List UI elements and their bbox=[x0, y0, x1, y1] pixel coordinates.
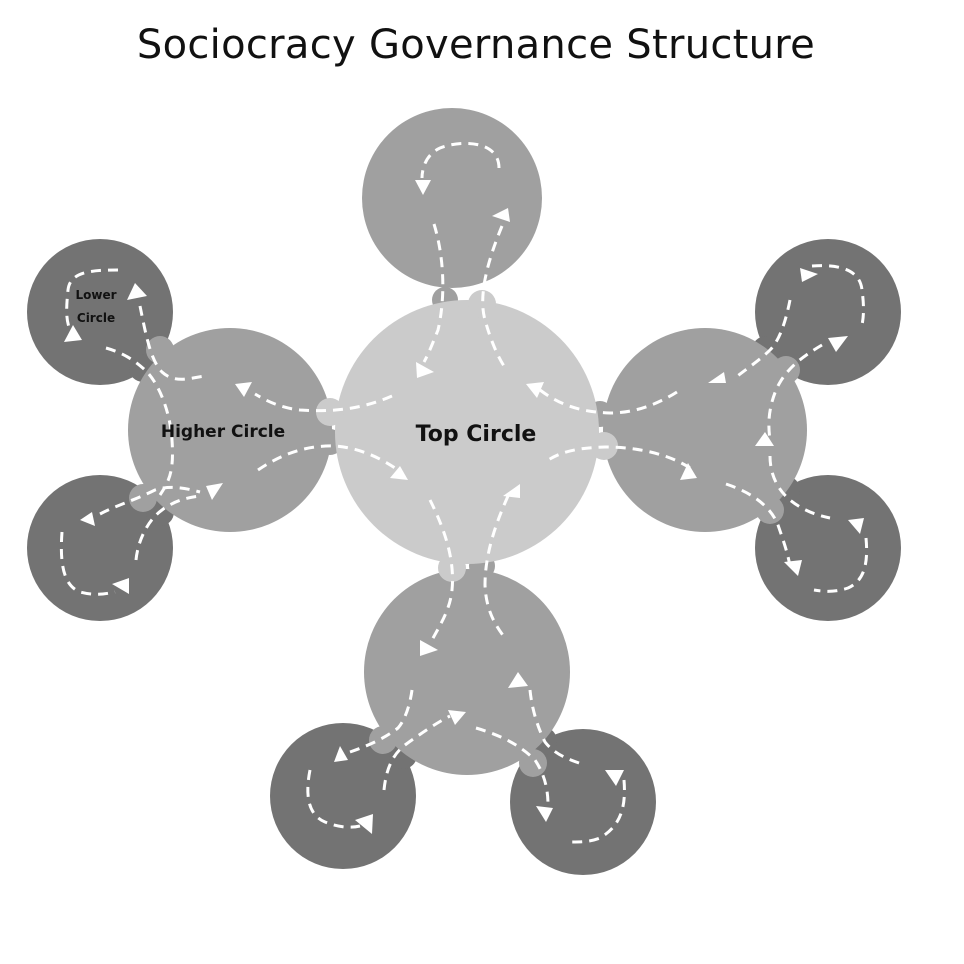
higher-circle-right bbox=[603, 328, 807, 532]
arrow-icon bbox=[390, 466, 408, 480]
arrow-icon bbox=[416, 362, 434, 378]
arrow-icon bbox=[828, 336, 848, 352]
link-knob bbox=[468, 290, 496, 318]
arrow-icon bbox=[848, 518, 864, 534]
arrow-icon bbox=[800, 268, 818, 282]
link-knob bbox=[772, 356, 800, 384]
arrow-icon bbox=[127, 283, 147, 300]
higher-circle-top bbox=[362, 108, 542, 288]
arrow-icon bbox=[755, 432, 774, 446]
arrow-icon bbox=[206, 483, 223, 500]
arrow-icon bbox=[508, 672, 528, 688]
lower-circle-left-top bbox=[27, 239, 173, 385]
arrow-icon bbox=[503, 484, 520, 498]
top-circle-label: Top Circle bbox=[416, 422, 537, 447]
arrow-icon bbox=[708, 372, 726, 383]
arrow-icon bbox=[334, 746, 348, 762]
arrow-icon bbox=[355, 814, 373, 834]
lower-circle-right-bottom bbox=[755, 475, 901, 621]
link-knob bbox=[316, 398, 344, 426]
arrow-icon bbox=[235, 382, 252, 397]
higher-circle-label: Higher Circle bbox=[161, 422, 285, 442]
arrow-icon bbox=[415, 180, 431, 195]
link-knob bbox=[129, 484, 157, 512]
lower-circle-bottom-left bbox=[270, 723, 416, 869]
lower-circle-left-bottom bbox=[27, 475, 173, 621]
higher-circle-bottom bbox=[364, 569, 570, 775]
arrow-icon bbox=[680, 463, 697, 480]
diagram-title: Sociocracy Governance Structure bbox=[136, 22, 816, 68]
arrow-icon bbox=[605, 770, 624, 786]
arrow-icon bbox=[448, 710, 466, 725]
arrow-icon bbox=[526, 382, 544, 398]
link-knob bbox=[146, 336, 174, 364]
arrow-icon bbox=[112, 578, 129, 594]
link-knob bbox=[519, 749, 547, 777]
link-knob bbox=[369, 726, 397, 754]
arrow-icon bbox=[80, 512, 95, 526]
lower-circles bbox=[27, 239, 901, 875]
arrow-icon bbox=[784, 560, 802, 576]
lower-circle-right-top bbox=[755, 239, 901, 385]
lower-circle-label-line2: Circle bbox=[77, 311, 115, 325]
arrow-icon bbox=[420, 640, 438, 656]
lower-circle-label-line1: Lower bbox=[75, 288, 116, 302]
arrow-icon bbox=[64, 325, 82, 342]
feedback-flows bbox=[59, 142, 869, 844]
top-circle-group bbox=[316, 290, 618, 582]
arrow-icon bbox=[536, 806, 553, 822]
arrow-icon bbox=[492, 208, 510, 222]
top-circle bbox=[335, 300, 599, 564]
